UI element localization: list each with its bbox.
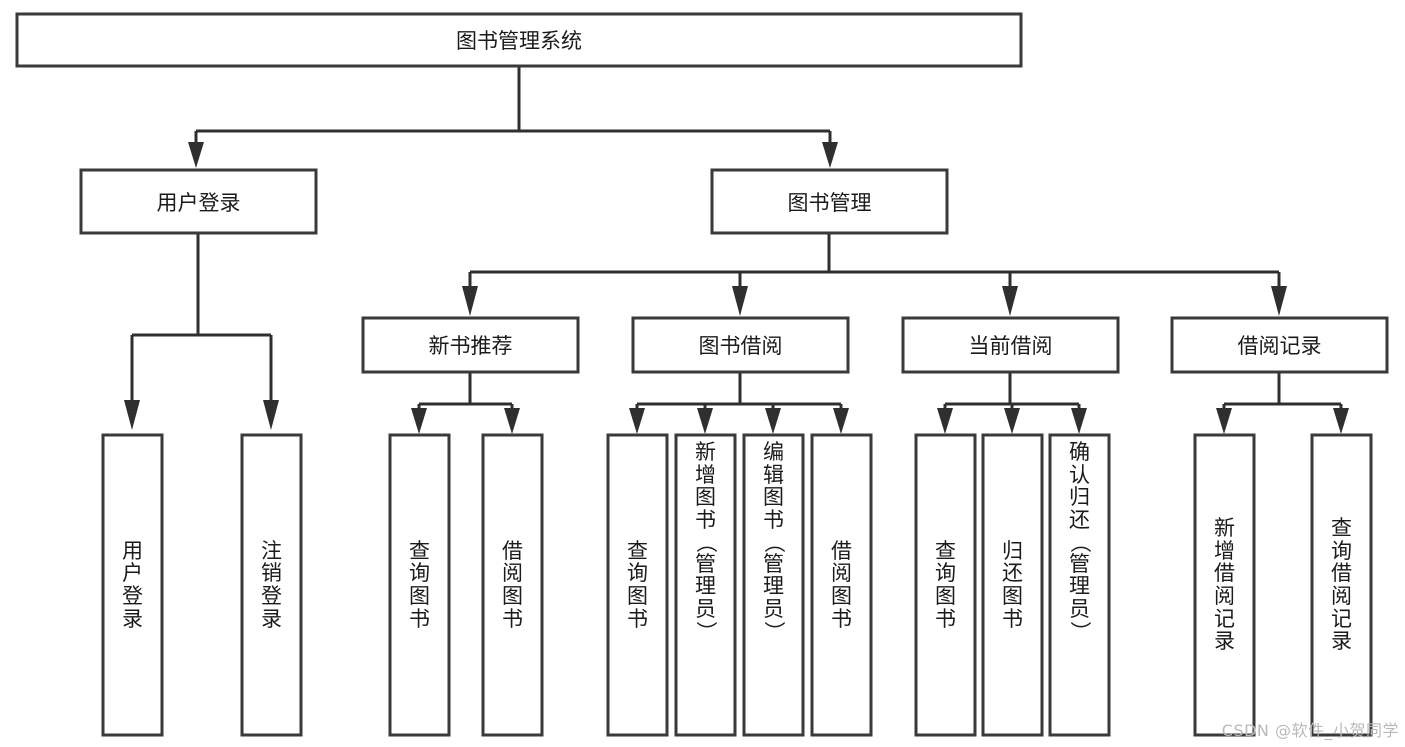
arrow-icon-to-bb-edit (765, 408, 781, 434)
arrow-icon-to-br-query (1333, 408, 1349, 434)
arrow-icon-to-user-login (188, 142, 204, 168)
node-box-book-borrow[interactable] (631, 316, 850, 374)
leaf-box-bb-borrow[interactable] (810, 433, 873, 737)
arrow-icon-to-borrow-record (1271, 286, 1287, 316)
leaf-box-logout[interactable] (240, 433, 303, 737)
arrow-icon-to-leaf-user-login (124, 400, 140, 430)
arrow-icon-to-cb-confirm (1071, 408, 1087, 434)
leaf-box-nb-borrow[interactable] (481, 433, 544, 737)
leaf-box-bb-add[interactable] (674, 433, 737, 737)
node-box-borrow-record[interactable] (1170, 316, 1389, 374)
leaf-box-br-add[interactable] (1193, 433, 1256, 737)
arrow-icon-to-new-book (462, 286, 478, 316)
leaf-box-cb-query[interactable] (914, 433, 977, 737)
connector-layer (124, 66, 1349, 434)
leaf-box-bb-edit[interactable] (742, 433, 805, 737)
arrow-icon-to-leaf-logout (263, 400, 279, 430)
arrow-icon-to-bb-query (629, 408, 645, 434)
csdn-watermark: CSDN @软件_小贺同学 (1221, 721, 1399, 740)
node-box-root[interactable] (15, 12, 1023, 68)
leaf-box-cb-confirm[interactable] (1048, 433, 1111, 737)
node-box-new-book-recommend[interactable] (361, 316, 580, 374)
leaf-box-user-login[interactable] (101, 433, 164, 737)
arrow-icon-to-book-borrow (732, 286, 748, 316)
leaf-box-br-query[interactable] (1310, 433, 1373, 737)
arrow-icon-to-bb-borrow (833, 408, 849, 434)
node-box-book-management[interactable] (710, 168, 949, 235)
arrow-icon-to-br-add (1216, 408, 1232, 434)
node-box-current-borrow[interactable] (901, 316, 1120, 374)
box-layer (15, 12, 1389, 737)
arrow-icon-to-nb-query (411, 408, 427, 434)
leaf-box-bb-query[interactable] (606, 433, 669, 737)
arrow-icon-to-cb-return (1004, 408, 1020, 434)
arrow-icon-to-cb-query (937, 408, 953, 434)
arrow-icon-to-book-management (822, 142, 838, 168)
node-box-user-login[interactable] (79, 168, 318, 235)
arrow-icon-to-bb-add (697, 408, 713, 434)
leaf-box-nb-query[interactable] (388, 433, 451, 737)
arrow-icon-to-nb-borrow (504, 408, 520, 434)
arrow-icon-to-current-borrow (1002, 286, 1018, 316)
leaf-box-cb-return[interactable] (981, 433, 1044, 737)
